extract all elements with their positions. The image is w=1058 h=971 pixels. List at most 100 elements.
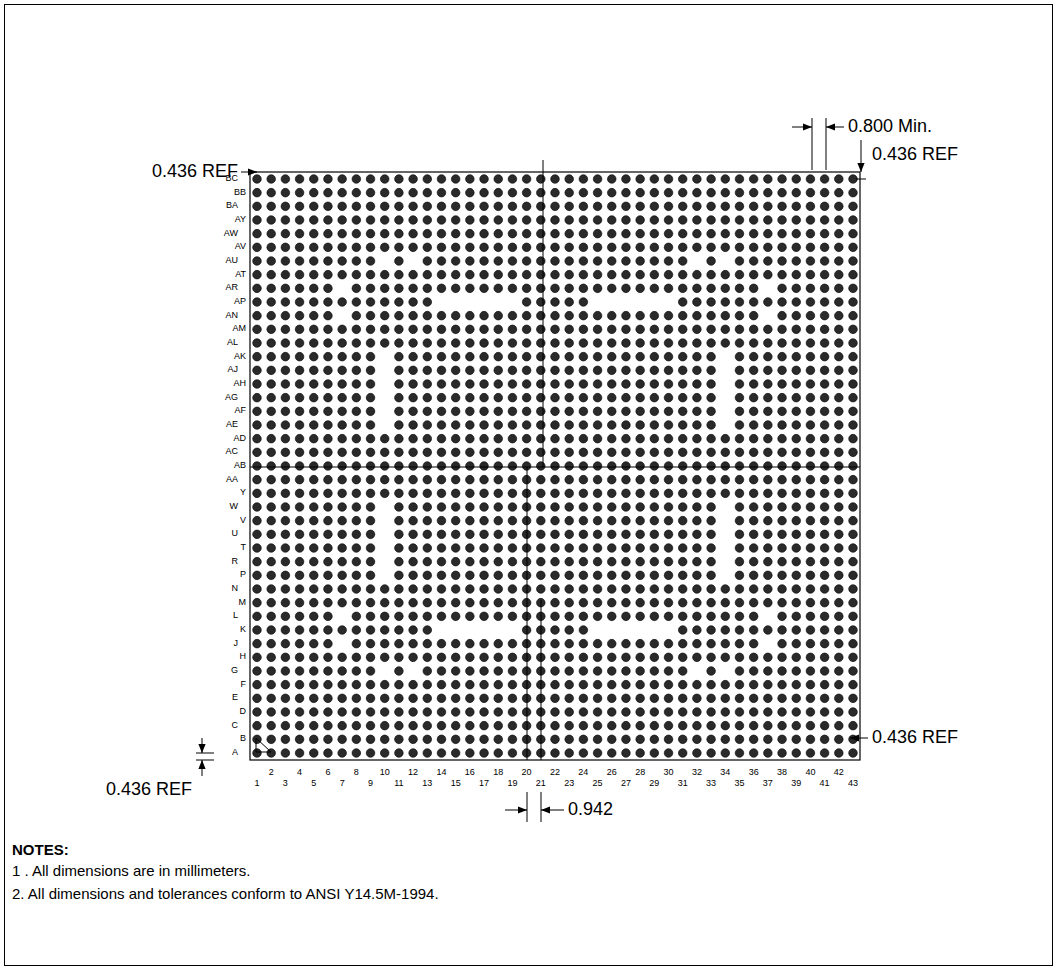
solder-ball bbox=[806, 557, 815, 566]
outer-frame bbox=[5, 5, 1053, 966]
column-number: 3 bbox=[283, 779, 288, 789]
column-number: 42 bbox=[834, 768, 844, 778]
solder-ball bbox=[551, 626, 560, 635]
solder-ball bbox=[423, 694, 432, 703]
solder-ball bbox=[707, 434, 716, 443]
solder-ball bbox=[764, 448, 773, 457]
solder-ball bbox=[622, 735, 631, 744]
solder-ball bbox=[664, 735, 673, 744]
solder-ball bbox=[366, 243, 375, 252]
solder-ball bbox=[451, 448, 460, 457]
solder-ball bbox=[636, 503, 645, 512]
solder-ball bbox=[253, 489, 262, 498]
solder-ball bbox=[253, 243, 262, 252]
solder-ball bbox=[749, 421, 758, 430]
solder-ball bbox=[309, 680, 318, 689]
solder-ball bbox=[366, 175, 375, 184]
solder-ball bbox=[352, 475, 361, 484]
solder-ball bbox=[820, 202, 829, 211]
solder-ball bbox=[295, 544, 304, 553]
solder-ball bbox=[735, 366, 744, 375]
solder-ball bbox=[707, 598, 716, 607]
solder-ball bbox=[281, 325, 290, 334]
solder-ball bbox=[352, 653, 361, 662]
solder-ball bbox=[650, 489, 659, 498]
solder-ball bbox=[693, 352, 702, 361]
solder-ball bbox=[423, 557, 432, 566]
solder-ball bbox=[295, 311, 304, 320]
solder-ball bbox=[820, 352, 829, 361]
solder-ball bbox=[395, 380, 404, 389]
solder-ball bbox=[309, 257, 318, 266]
solder-ball bbox=[664, 530, 673, 539]
solder-ball bbox=[721, 434, 730, 443]
solder-ball bbox=[451, 639, 460, 648]
solder-ball bbox=[537, 407, 546, 416]
solder-ball bbox=[480, 708, 489, 717]
solder-ball bbox=[607, 188, 616, 197]
solder-ball bbox=[593, 325, 602, 334]
solder-ball bbox=[494, 188, 503, 197]
solder-ball bbox=[565, 667, 574, 676]
solder-ball bbox=[622, 339, 631, 348]
solder-ball bbox=[849, 421, 858, 430]
solder-ball bbox=[267, 571, 276, 580]
solder-ball bbox=[749, 680, 758, 689]
solder-ball bbox=[537, 489, 546, 498]
solder-ball bbox=[764, 339, 773, 348]
solder-ball bbox=[253, 202, 262, 211]
solder-ball bbox=[551, 175, 560, 184]
solder-ball bbox=[579, 516, 588, 525]
solder-ball bbox=[480, 680, 489, 689]
solder-ball bbox=[707, 667, 716, 676]
solder-ball bbox=[409, 393, 418, 402]
solder-ball bbox=[267, 421, 276, 430]
solder-ball bbox=[806, 489, 815, 498]
solder-ball bbox=[749, 202, 758, 211]
solder-ball bbox=[607, 667, 616, 676]
solder-ball bbox=[835, 612, 844, 621]
column-number: 1 bbox=[254, 779, 259, 789]
solder-ball bbox=[508, 749, 517, 758]
solder-ball bbox=[267, 544, 276, 553]
solder-ball bbox=[494, 639, 503, 648]
solder-ball bbox=[338, 667, 347, 676]
solder-ball bbox=[253, 284, 262, 293]
solder-ball bbox=[806, 366, 815, 375]
solder-ball bbox=[693, 571, 702, 580]
solder-ball bbox=[792, 325, 801, 334]
column-number: 31 bbox=[678, 779, 688, 789]
solder-ball bbox=[480, 475, 489, 484]
solder-ball bbox=[451, 188, 460, 197]
solder-ball bbox=[451, 202, 460, 211]
solder-ball bbox=[338, 407, 347, 416]
solder-ball bbox=[423, 284, 432, 293]
solder-ball bbox=[380, 735, 389, 744]
solder-ball bbox=[792, 380, 801, 389]
solder-ball bbox=[295, 585, 304, 594]
solder-ball bbox=[622, 749, 631, 758]
solder-ball bbox=[395, 598, 404, 607]
solder-ball bbox=[778, 585, 787, 594]
solder-ball bbox=[324, 216, 333, 225]
solder-ball bbox=[778, 612, 787, 621]
solder-ball bbox=[678, 708, 687, 717]
solder-ball bbox=[607, 380, 616, 389]
solder-ball bbox=[451, 653, 460, 662]
solder-ball bbox=[309, 202, 318, 211]
solder-ball bbox=[693, 462, 702, 471]
solder-ball bbox=[338, 216, 347, 225]
solder-ball bbox=[721, 339, 730, 348]
solder-ball bbox=[423, 339, 432, 348]
solder-ball bbox=[494, 175, 503, 184]
solder-ball bbox=[707, 626, 716, 635]
solder-ball bbox=[551, 639, 560, 648]
solder-ball bbox=[678, 475, 687, 484]
solder-ball bbox=[451, 352, 460, 361]
solder-ball bbox=[735, 626, 744, 635]
row-label: G bbox=[231, 666, 238, 676]
solder-ball bbox=[749, 298, 758, 307]
solder-ball bbox=[579, 503, 588, 512]
solder-ball bbox=[664, 598, 673, 607]
solder-ball bbox=[735, 311, 744, 320]
